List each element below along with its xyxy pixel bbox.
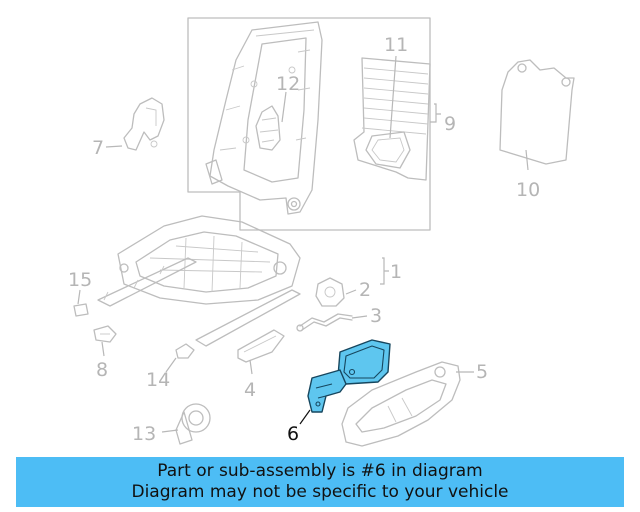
parts-diagram: 1 2 3 4 5 6 7 8 9 10 11 12 13 14 15 [68, 17, 575, 447]
callout-9: 9 [444, 113, 456, 135]
callout-2: 2 [359, 279, 371, 301]
callout-7: 7 [92, 137, 104, 159]
part-1-cushion-frame [97, 215, 301, 347]
part-8-clip [93, 325, 117, 343]
callout-13: 13 [132, 423, 156, 445]
seat-back-group-box [187, 17, 431, 231]
callout-14: 14 [146, 369, 170, 391]
callout-4: 4 [244, 379, 256, 401]
leader-lines [77, 55, 529, 433]
info-banner: Part or sub-assembly is #6 in diagram Di… [16, 457, 624, 507]
callout-1: 1 [390, 261, 402, 283]
part-10-back-board [499, 59, 575, 165]
part-5-side-shield [341, 361, 461, 447]
callout-numbers: 1 2 3 4 5 6 7 8 9 10 11 12 13 14 15 [68, 34, 540, 445]
callout-6: 6 [287, 423, 299, 445]
part-6-inner-shield-highlighted [307, 339, 391, 413]
part-14-connector [175, 343, 195, 359]
part-13-recliner-motor [175, 403, 211, 445]
seat-back-frame [205, 21, 323, 215]
banner-line-2: Diagram may not be specific to your vehi… [131, 482, 509, 502]
callout-5: 5 [476, 361, 488, 383]
callout-3: 3 [370, 305, 382, 327]
callout-8: 8 [96, 359, 108, 381]
part-3-cable [296, 313, 353, 332]
part-2-motor [315, 277, 345, 307]
part-15-clip [73, 303, 89, 317]
banner-line-1: Part or sub-assembly is #6 in diagram [157, 461, 483, 481]
part-12-lumbar-motor [255, 105, 281, 151]
part-7-bracket [123, 97, 165, 151]
callout-15: 15 [68, 269, 92, 291]
callout-12: 12 [276, 73, 300, 95]
part-11-lumbar-support [353, 57, 431, 181]
part-4-trim [237, 329, 285, 363]
callout-11: 11 [384, 34, 408, 56]
callout-10: 10 [516, 179, 540, 201]
